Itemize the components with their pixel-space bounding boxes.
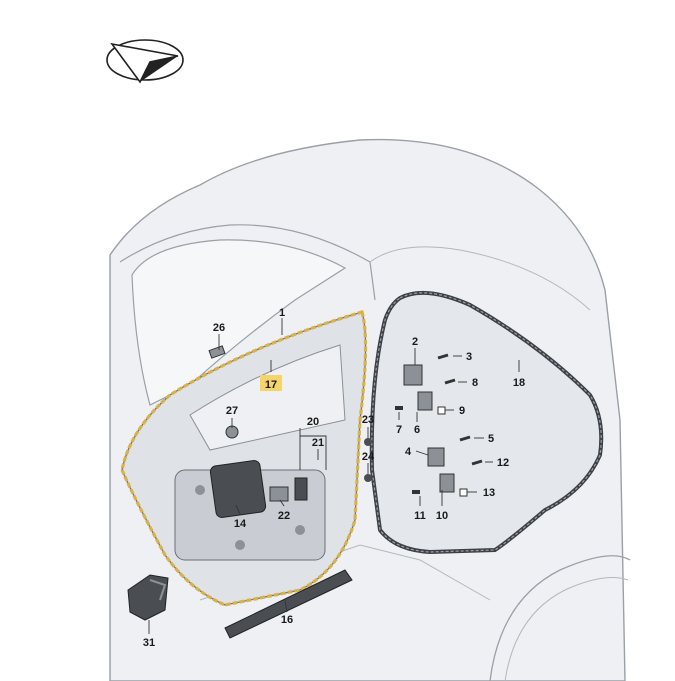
callout-7: 7 [396, 424, 402, 436]
callout-2: 2 [412, 336, 418, 348]
direction-arrow-logo-icon [106, 39, 184, 84]
callout-17-highlight [260, 375, 282, 391]
callout-1: 1 [279, 307, 285, 319]
callout-18: 18 [513, 377, 525, 389]
callout-6: 6 [414, 424, 420, 436]
callout-21: 21 [312, 437, 324, 449]
callout-9: 9 [459, 405, 465, 417]
rear-door-aperture [369, 290, 604, 555]
callout-27: 27 [226, 405, 238, 417]
callout-23: 23 [362, 414, 374, 426]
callout-labels: 1 26 17 27 2 3 8 18 9 7 6 23 5 4 24 12 1… [143, 307, 525, 649]
callout-22: 22 [278, 510, 290, 522]
callout-3: 3 [466, 351, 472, 363]
callout-11: 11 [414, 510, 426, 522]
callout-13: 13 [483, 487, 495, 499]
clip-26 [208, 345, 226, 359]
callout-20: 20 [307, 416, 319, 428]
callout-8: 8 [472, 377, 478, 389]
callout-31: 31 [143, 637, 155, 649]
callout-17: 17 [265, 379, 277, 391]
sill-strip [224, 569, 353, 639]
callout-12: 12 [497, 457, 509, 469]
hinge-parts [395, 353, 483, 497]
bolt-23 [364, 438, 372, 446]
callout-14: 14 [234, 518, 247, 530]
callout-4: 4 [405, 446, 412, 458]
callout-24: 24 [362, 451, 375, 463]
bracket-22 [269, 486, 289, 502]
callout-16: 16 [281, 614, 293, 626]
callout-10: 10 [436, 510, 448, 522]
leader-lines [148, 318, 520, 634]
callout-5: 5 [488, 433, 494, 445]
door-lock [127, 574, 169, 621]
speaker-grille [209, 460, 267, 518]
stop-20 [294, 477, 308, 501]
front-door-assembly [120, 310, 372, 607]
bolt-24 [364, 474, 372, 482]
callout-26: 26 [213, 322, 225, 334]
